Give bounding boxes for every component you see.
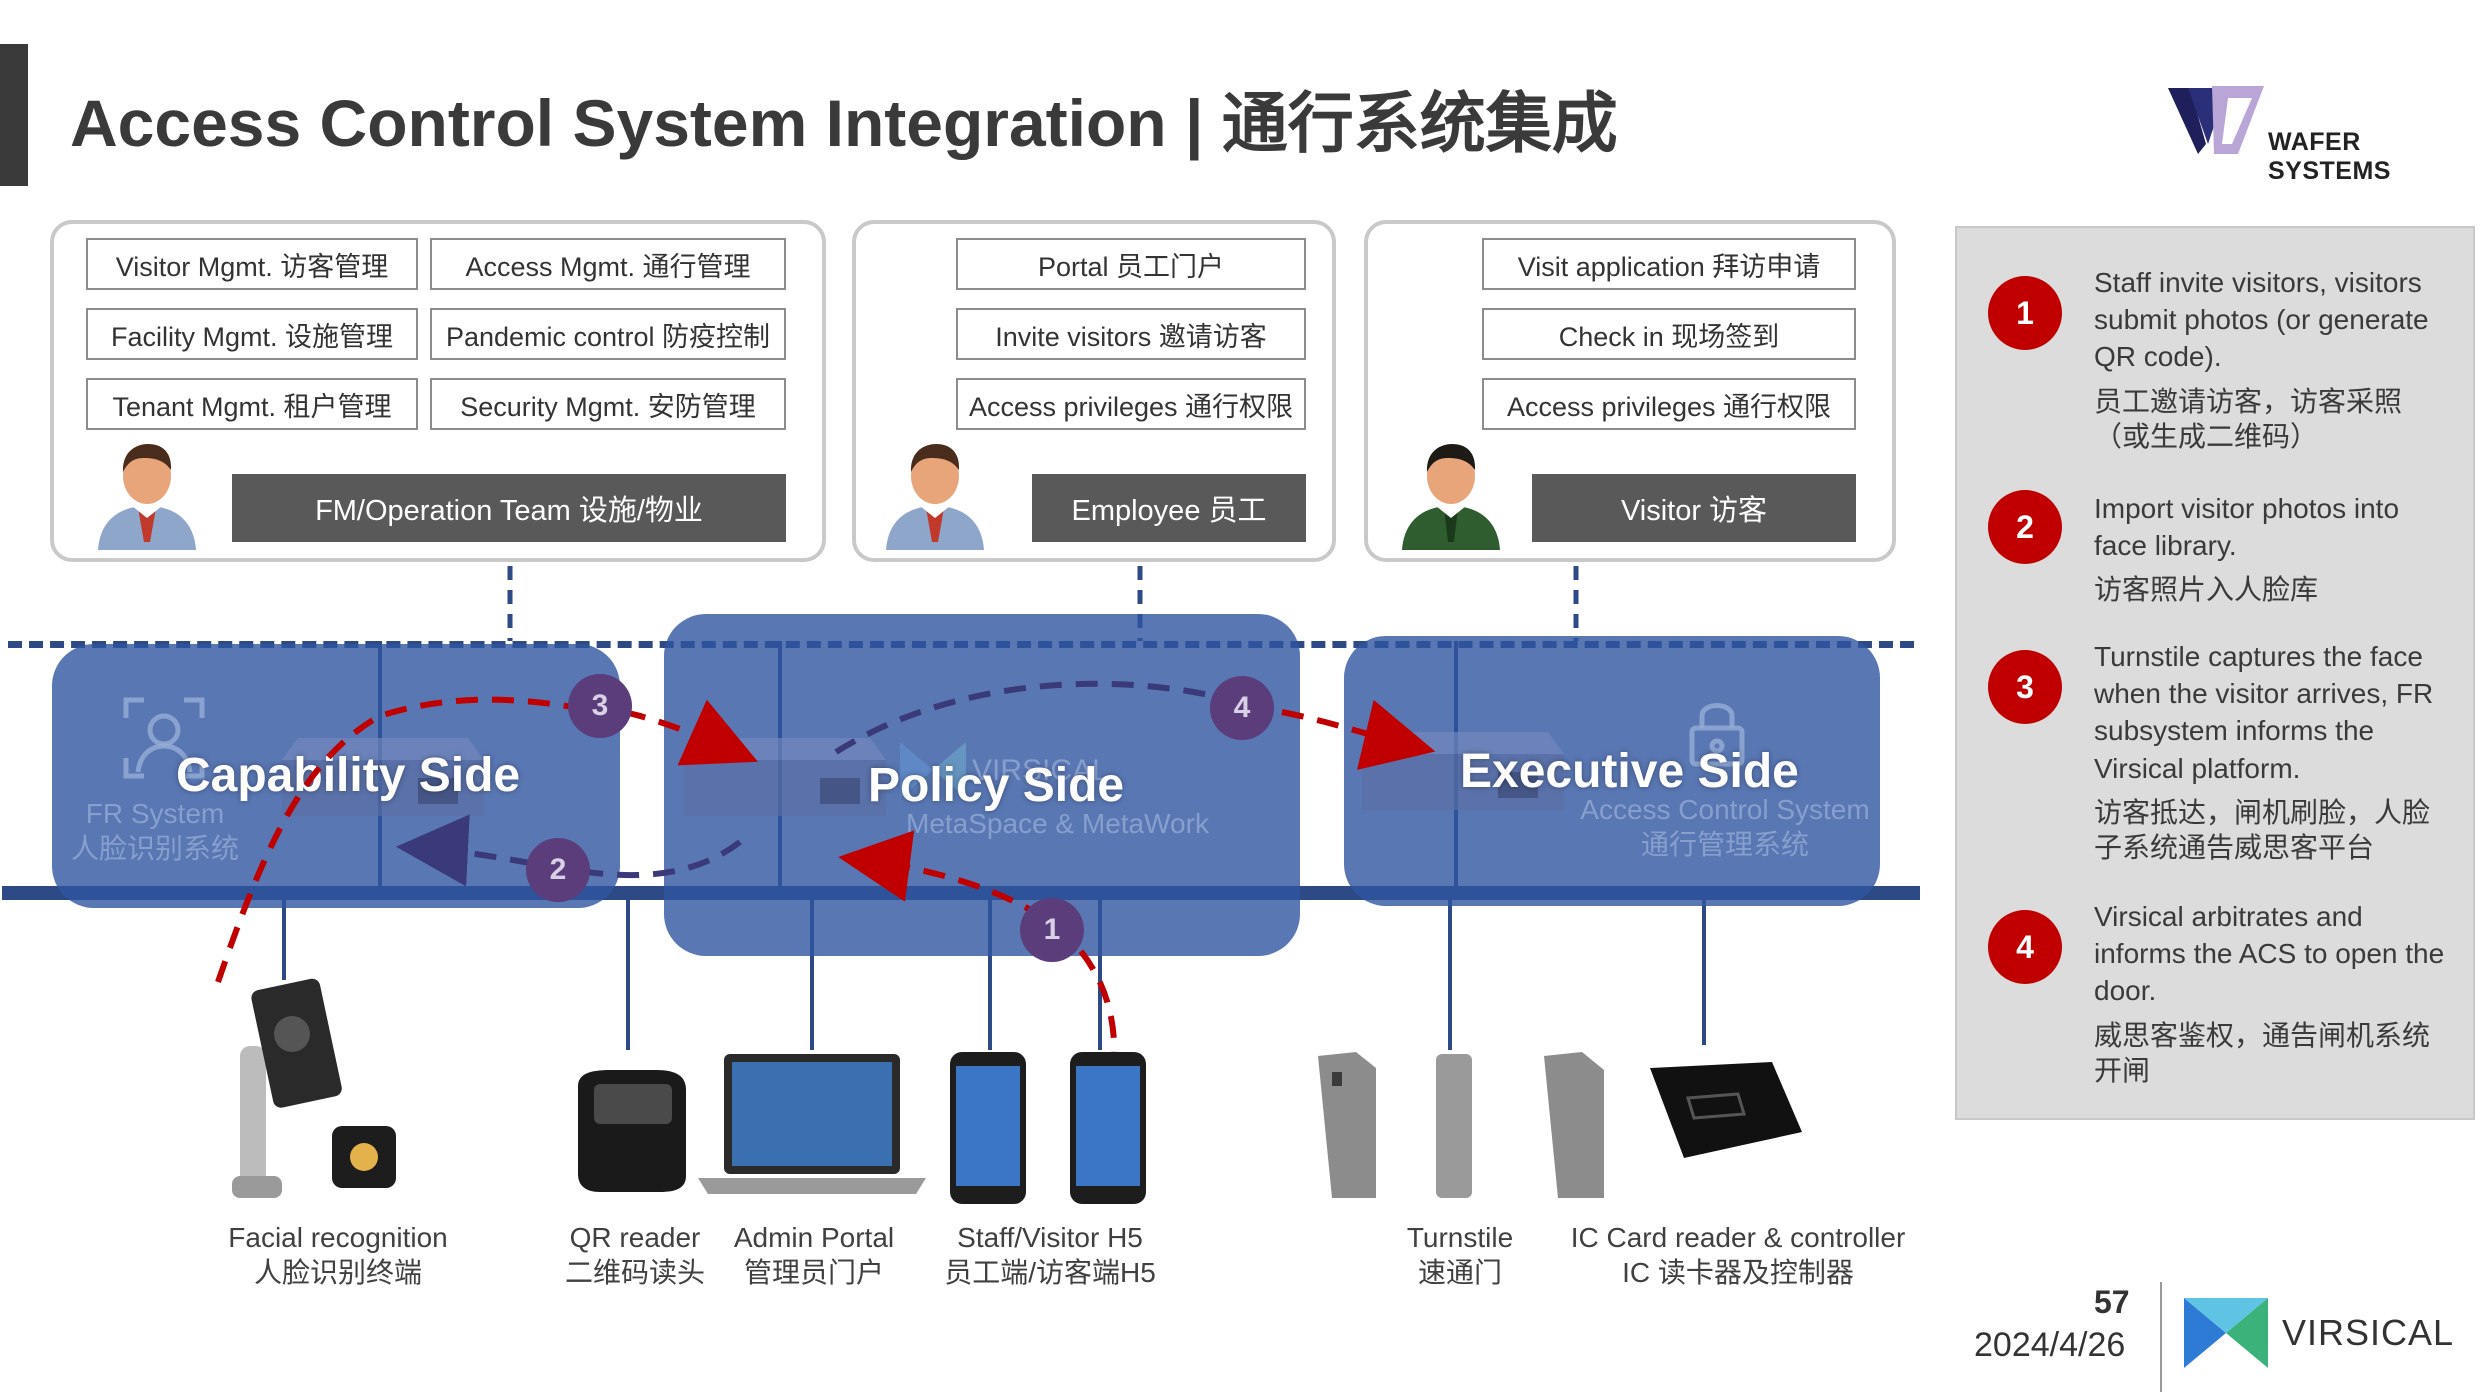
capability-side-title: Capability Side xyxy=(176,749,521,802)
flow-badge-1: 1 xyxy=(1020,898,1084,962)
tenant-mgmt-label: Tenant Mgmt. 租户管理 xyxy=(86,378,418,430)
step-3-text: Turnstile captures the face when the vis… xyxy=(2094,641,2434,863)
portal-label: Portal 员工门户 xyxy=(956,238,1306,290)
wafer-systems-logo-text: WAFER SYSTEMS xyxy=(2268,128,2391,185)
policy-side-title: Policy Side xyxy=(868,759,1125,812)
page-number: 57 xyxy=(2094,1284,2130,1320)
security-mgmt-label: Security Mgmt. 安防管理 xyxy=(430,378,786,430)
lock-icon xyxy=(1689,703,1745,767)
employee-role: Employee 员工 xyxy=(1032,474,1306,542)
wafer-systems-logo-icon xyxy=(2168,86,2264,154)
step-3-number: 3 xyxy=(1988,650,2062,724)
employee-avatar-icon xyxy=(886,444,984,550)
visitor-access-privileges-label: Access privileges 通行权限 xyxy=(1482,378,1856,430)
step-1-number: 1 xyxy=(1988,276,2062,350)
admin-portal-laptop-icon xyxy=(698,1054,926,1194)
turnstile-icon xyxy=(1318,1052,1604,1198)
flow-badge-4: 4 xyxy=(1210,676,1274,740)
virsical-ghost-logo-icon xyxy=(900,742,966,798)
visitor-mgmt-label: Visitor Mgmt. 访客管理 xyxy=(86,238,418,290)
page-title: Access Control System Integration | 通行系统… xyxy=(70,86,1618,160)
title-accent-bar xyxy=(0,44,28,186)
virsical-logo-text: VIRSICAL xyxy=(2282,1312,2455,1353)
step-1-text: Staff invite visitors, visitors submit p… xyxy=(2094,267,2429,452)
step-4-number: 4 xyxy=(1988,910,2062,984)
executive-side-title: Executive Side xyxy=(1460,745,1799,798)
facility-mgmt-label: Facility Mgmt. 设施管理 xyxy=(86,308,418,360)
footer-divider xyxy=(2160,1282,2162,1392)
metaspace-ghost-label: MetaSpace & MetaWork xyxy=(906,808,1209,839)
virsical-logo-icon xyxy=(2184,1298,2268,1368)
qr-reader-icon xyxy=(578,1070,686,1192)
pandemic-control-label: Pandemic control 防疫控制 xyxy=(430,308,786,360)
visitor-role: Visitor 访客 xyxy=(1532,474,1856,542)
visit-application-label: Visit application 拜访申请 xyxy=(1482,238,1856,290)
ic-card-reader-icon xyxy=(1650,1062,1802,1158)
fm-operation-role: FM/Operation Team 设施/物业 xyxy=(232,474,786,542)
flow-badge-3: 3 xyxy=(568,674,632,738)
face-scan-icon xyxy=(123,697,205,779)
virsical-ghost-brand: VIRSICAL xyxy=(972,754,1109,787)
flow-arrows xyxy=(215,680,1436,1100)
staff-visitor-phones-icon xyxy=(950,1052,1146,1204)
page-date: 2024/4/26 xyxy=(1974,1326,2126,1364)
flow-badge-2: 2 xyxy=(526,838,590,902)
step-2-text: Import visitor photos into face library.… xyxy=(2094,493,2400,606)
step-4-text: Virsical arbitrates and informs the ACS … xyxy=(2094,901,2445,1086)
check-in-label: Check in 现场签到 xyxy=(1482,308,1856,360)
acs-ghost-label: Access Control System 通行管理系统 xyxy=(1580,794,1870,860)
invite-visitors-label: Invite visitors 邀请访客 xyxy=(956,308,1306,360)
fr-system-ghost-label: FR System 人脸识别系统 xyxy=(70,798,239,864)
step-2-number: 2 xyxy=(1988,490,2062,564)
access-mgmt-label: Access Mgmt. 通行管理 xyxy=(430,238,786,290)
visitor-avatar-icon xyxy=(1402,444,1500,550)
facial-recognition-terminal-icon xyxy=(232,978,396,1198)
fm-operator-avatar-icon xyxy=(98,444,196,550)
employee-access-privileges-label: Access privileges 通行权限 xyxy=(956,378,1306,430)
